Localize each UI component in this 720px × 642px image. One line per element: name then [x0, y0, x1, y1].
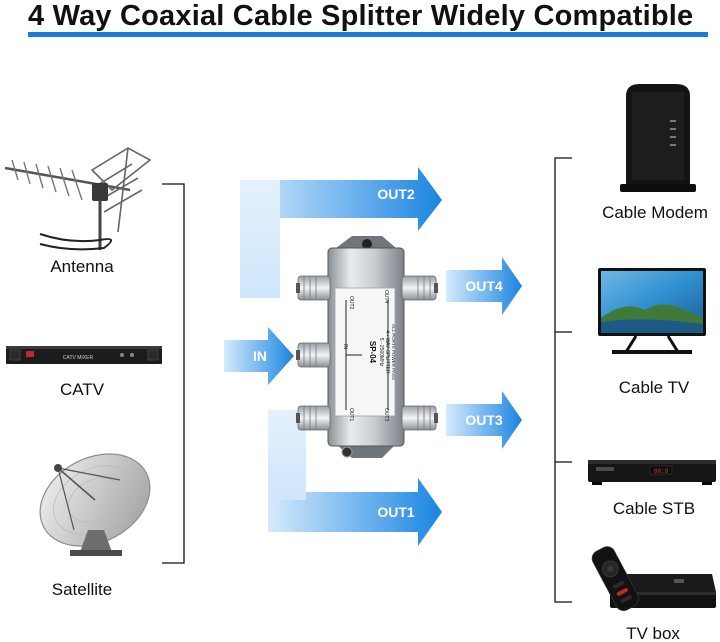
catv-panel-text: CATV MIXER	[63, 355, 94, 361]
catv-rack-icon: CATV MIXER	[6, 346, 162, 364]
device-bracket	[554, 157, 572, 603]
remote-control-icon	[591, 546, 640, 612]
cable-modem-icon	[620, 84, 696, 192]
port-connector	[401, 275, 438, 301]
title-underline	[28, 32, 708, 37]
device-label-cable-modem: Cable Modem	[602, 203, 708, 222]
port-connector	[296, 342, 331, 368]
arrow-out3: OUT3	[446, 391, 522, 449]
splitter-device: SP-04 5 - 2500MHz 4 - WAY SPLITTER ALL P…	[296, 236, 438, 458]
tv-icon	[598, 268, 706, 354]
set-top-box-icon: 88:8	[588, 460, 716, 485]
port-connector	[401, 405, 438, 431]
arrow-label-out4: OUT4	[465, 278, 503, 294]
device-label-cable-tv: Cable TV	[619, 378, 690, 397]
svg-text:88:8: 88:8	[654, 468, 669, 475]
splitter-spec-3: ALL PORTS POWER PASS	[391, 324, 396, 380]
splitter-spec-2: 4 - WAY SPLITTER	[384, 330, 390, 374]
splitter-model: SP-04	[368, 341, 377, 364]
arrow-out2: OUT2	[240, 167, 442, 298]
splitter-port-out3: OUT3	[383, 408, 389, 422]
splitter-port-in: IN	[342, 344, 348, 349]
arrow-label-out1: OUT1	[377, 504, 415, 520]
splitter-port-out1: OUT1	[348, 408, 354, 422]
device-label-cable-stb: Cable STB	[613, 499, 695, 518]
arrow-label-in: IN	[253, 348, 267, 364]
splitter-port-out4: OUT4	[383, 290, 389, 304]
arrow-in: IN	[224, 327, 294, 385]
source-label-satellite: Satellite	[52, 580, 112, 599]
port-connector	[296, 275, 331, 301]
port-connector	[296, 405, 331, 431]
antenna-icon	[4, 147, 152, 251]
satellite-dish-icon	[39, 453, 151, 556]
arrow-label-out2: OUT2	[377, 186, 415, 202]
arrow-label-out3: OUT3	[465, 412, 503, 428]
source-bracket	[162, 183, 185, 564]
source-label-catv: CATV	[60, 380, 105, 399]
device-label-tv-box: TV box	[626, 624, 680, 642]
page-title: 4 Way Coaxial Cable Splitter Widely Comp…	[28, 0, 694, 32]
source-label-antenna: Antenna	[50, 257, 114, 276]
arrow-out1: OUT1	[268, 410, 442, 546]
arrow-out4: OUT4	[446, 257, 522, 315]
splitter-spec-1: 5 - 2500MHz	[378, 338, 384, 367]
splitter-port-out2: OUT2	[348, 296, 354, 310]
